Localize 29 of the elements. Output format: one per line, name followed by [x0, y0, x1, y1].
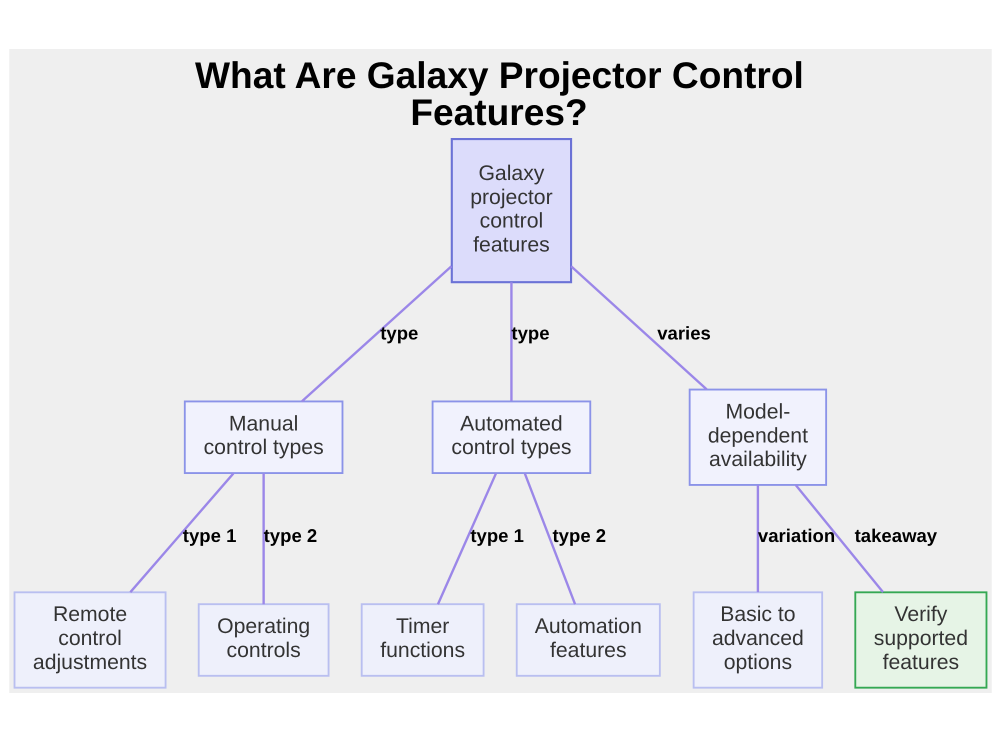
edge-label: type	[510, 322, 550, 344]
node-box: Galaxy projector control features	[450, 138, 572, 284]
connector	[436, 472, 497, 605]
diagram-title: What Are Galaxy Projector Control Features?	[194, 54, 804, 134]
connector	[523, 473, 576, 605]
connector	[756, 484, 759, 592]
edge-label: variation	[757, 525, 835, 546]
node-box: Model-dependent availability	[688, 388, 827, 486]
connector	[128, 472, 234, 593]
node-box: Manual control types	[183, 400, 343, 474]
node-box: Automated control types	[431, 400, 591, 474]
node-box: Automation features	[515, 603, 660, 677]
connector	[300, 265, 452, 402]
connector	[570, 265, 708, 390]
connector	[262, 473, 264, 604]
edge-label: takeaway	[854, 525, 937, 546]
node-box: Operating controls	[197, 603, 329, 677]
connector	[794, 484, 884, 593]
edge-label: type 1	[470, 525, 524, 546]
connector	[510, 282, 512, 401]
edge-label: type 1	[182, 525, 236, 546]
node-box: Remote control adjustments	[13, 591, 166, 689]
edge-label: type 2	[263, 525, 317, 546]
edge-label: varies	[656, 322, 710, 344]
node-box: Timer functions	[360, 603, 484, 677]
edge-label: type	[380, 322, 418, 344]
edge-label: type 2	[552, 525, 606, 546]
node-box: Basic to advanced options	[692, 591, 823, 689]
node-box: Verify supported features	[854, 591, 987, 689]
